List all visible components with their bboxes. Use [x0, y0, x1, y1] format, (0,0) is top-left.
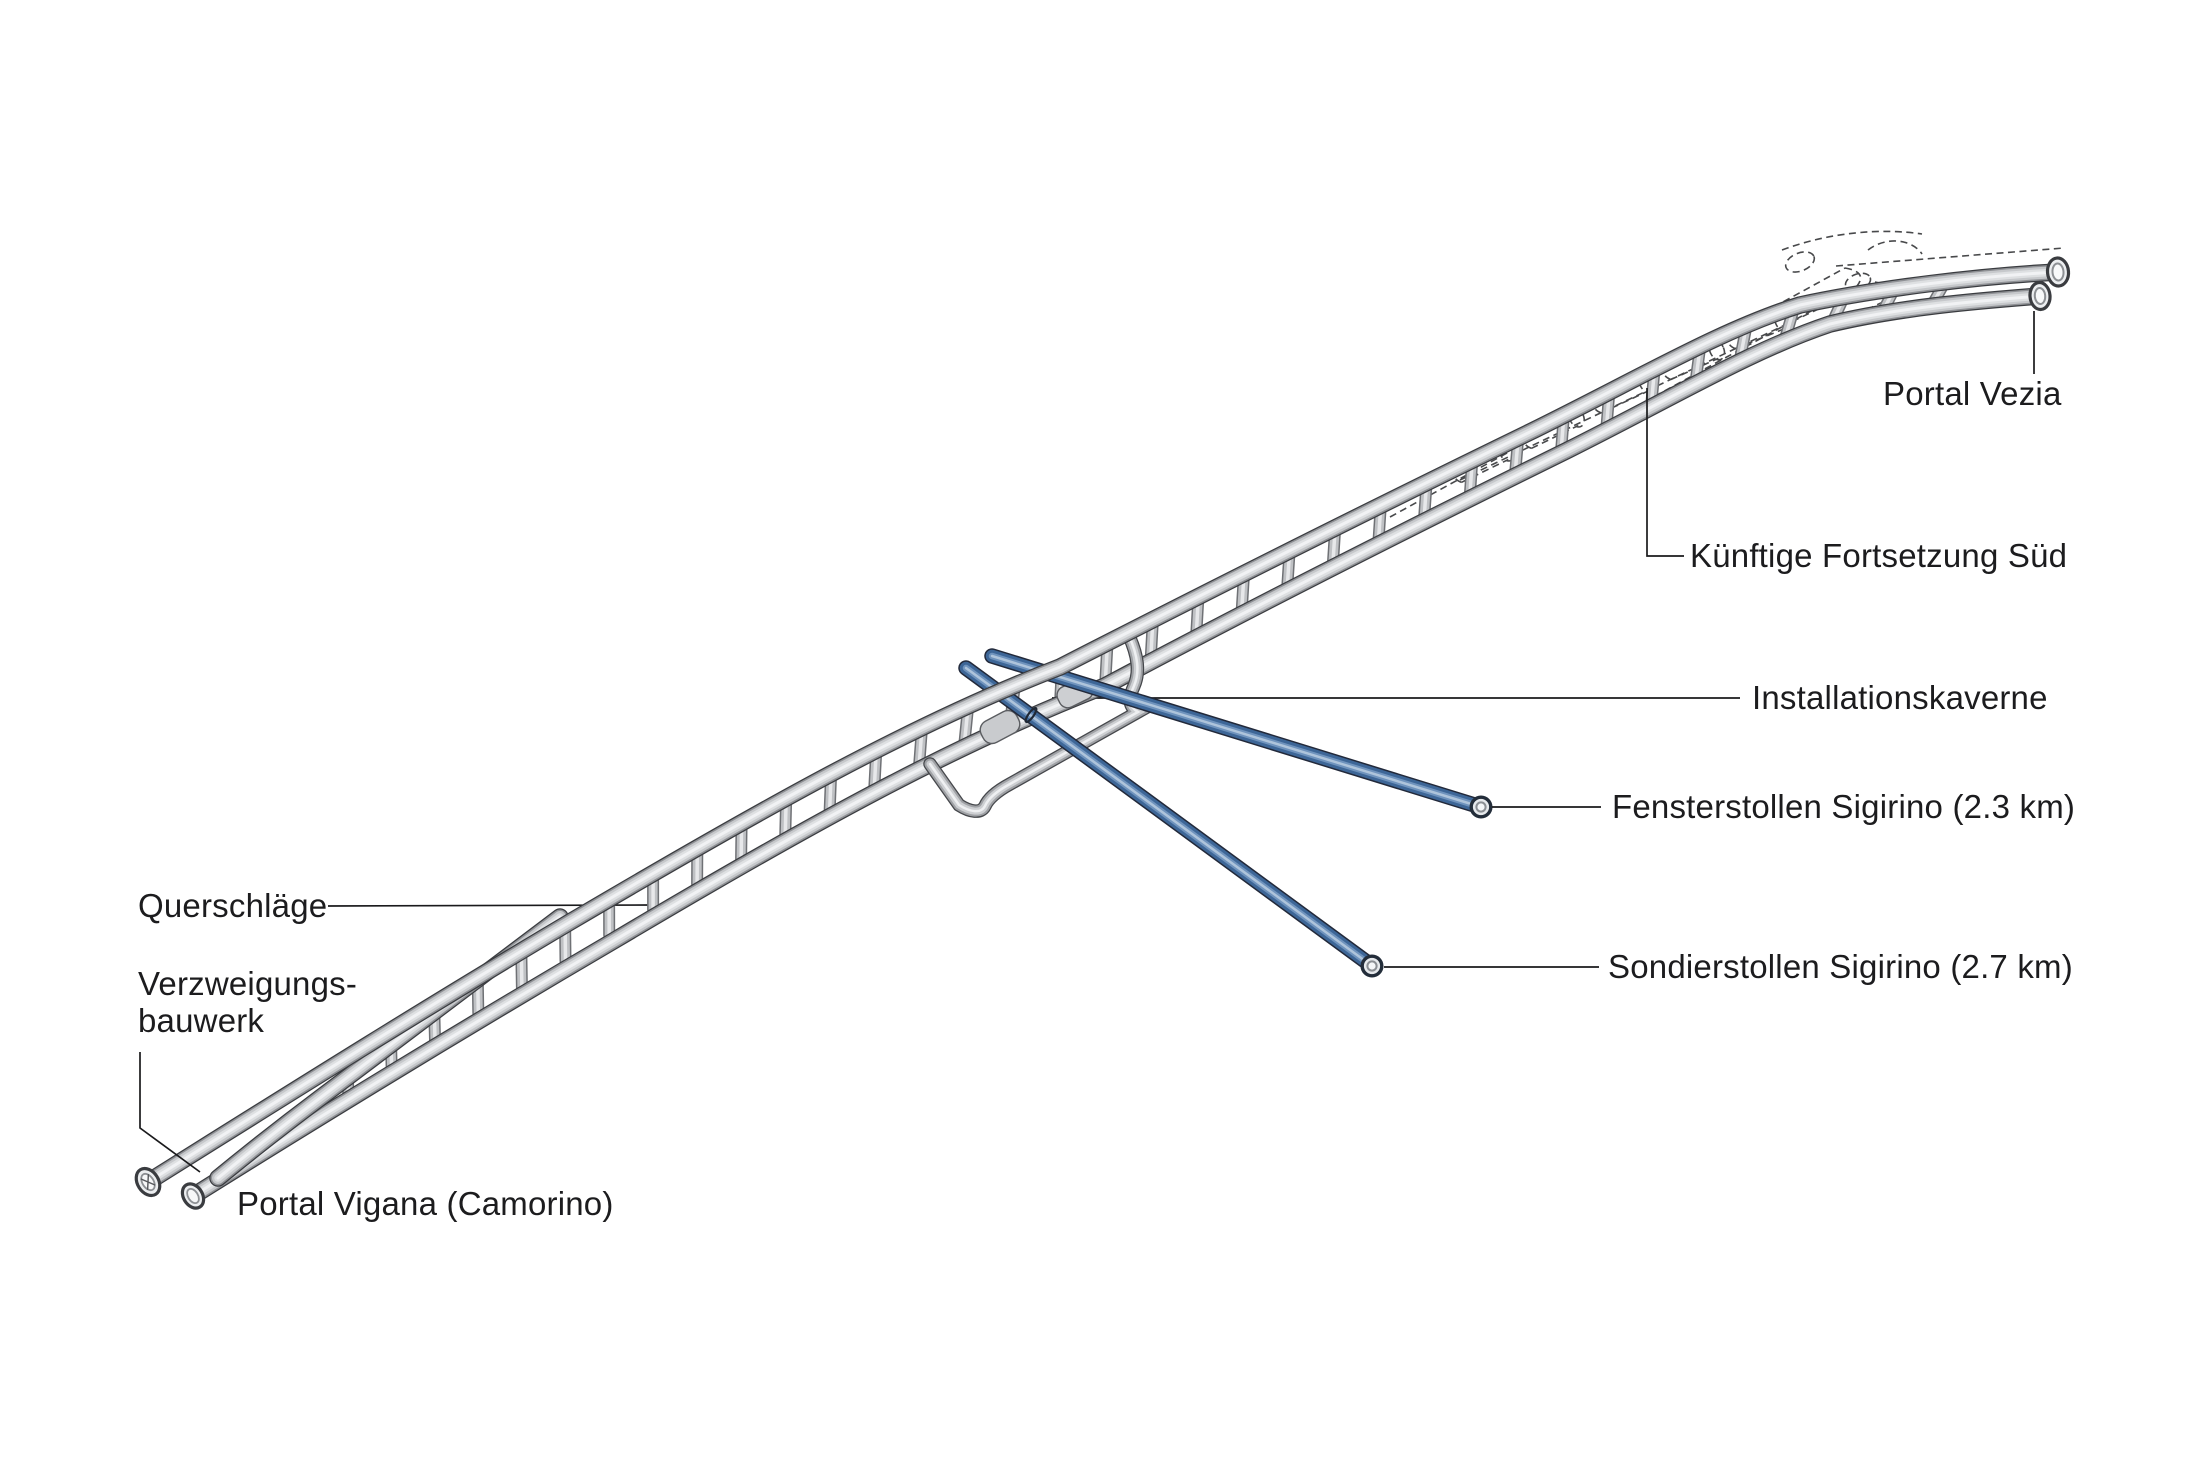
- label-fensterstollen: Fensterstollen Sigirino (2.3 km): [1612, 788, 2076, 825]
- dashed-stub-edge: [1734, 328, 1784, 350]
- label-portal-vigana: Portal Vigana (Camorino): [237, 1185, 614, 1222]
- leader-lines-over: [139, 311, 2035, 1173]
- portal-tube-ends: [134, 256, 2071, 1210]
- dashed-curl-icon: [1784, 251, 1816, 273]
- running-tunnel-south-tube: [193, 296, 2040, 1196]
- portal-vezia-end-upper: [2045, 256, 2071, 288]
- blue-tube-joint-ring: [1024, 706, 1038, 724]
- dashed-hook-icon: [1867, 240, 1923, 255]
- label-sondierstollen: Sondierstollen Sigirino (2.7 km): [1608, 948, 2073, 985]
- leader-kuenftige: [1646, 388, 1684, 557]
- label-portal-vezia: Portal Vezia: [1883, 375, 2062, 412]
- leader-verzweigungsbauwerk: [139, 1052, 201, 1173]
- label-verzweigungsbauwerk-line1: Verzweigungs-: [138, 964, 358, 1002]
- label-installationskaverne: Installationskaverne: [1752, 679, 2048, 716]
- dashed-stub-edge: [1600, 390, 1649, 414]
- label-kuenftige: Künftige Fortsetzung Süd: [1690, 537, 2068, 574]
- portal-vezia-end-lower: [2028, 280, 2052, 312]
- label-verzweigungsbauwerk-line2: bauwerk: [138, 1001, 265, 1039]
- dashed-stub-edge: [1531, 424, 1579, 450]
- label-querschlaege: Querschläge: [138, 887, 328, 924]
- dashed-stub-edge: [1461, 458, 1509, 484]
- portal-vigana-end-lower: [180, 1182, 206, 1210]
- access-tunnels-blue: [966, 656, 1481, 966]
- leader-lines-under: [327, 697, 1740, 907]
- sondierstollen-end-ring: [1360, 954, 1384, 978]
- fensterstollen-end-ring: [1469, 795, 1493, 819]
- portal-vigana-end-upper: [134, 1166, 162, 1198]
